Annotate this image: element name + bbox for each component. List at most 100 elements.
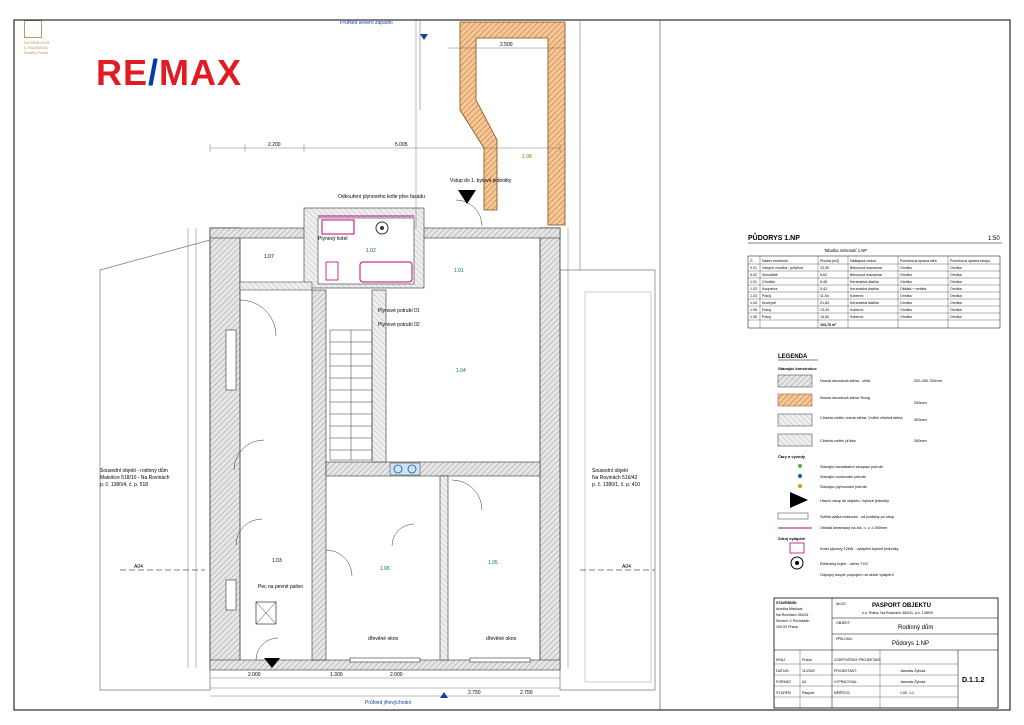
gas-boiler-symbol bbox=[375, 221, 389, 235]
room-table-cell: Keramická dlažba bbox=[850, 301, 879, 305]
room-label-1-02: 1.02 bbox=[366, 248, 376, 254]
room-table-cell: 23,06 bbox=[820, 266, 829, 270]
room-table-cell: Omítka bbox=[900, 315, 912, 319]
room-table-cell: 6,62 bbox=[820, 273, 827, 277]
room-table-header: Plocha (m2) bbox=[820, 259, 839, 263]
room-table-cell: Omítka bbox=[900, 301, 912, 305]
room-table-cell: Omítka bbox=[900, 280, 912, 284]
room-table-cell: 6,48 bbox=[820, 280, 827, 284]
room-table-cell: Betonová mazanina bbox=[850, 266, 882, 270]
room-table-cell: Koupelna bbox=[762, 287, 777, 291]
room-table-cell: Omítka bbox=[950, 308, 962, 312]
section-mark-left: A04 bbox=[134, 564, 143, 570]
tb-akce-sub: k.ú. Praha, Na Rovinách 354/41, p.č. 138… bbox=[862, 611, 933, 615]
room-table-cell: 15,60 bbox=[820, 315, 829, 319]
legend-value-2: 250mm bbox=[914, 401, 927, 405]
neighbor-left-outline bbox=[99, 239, 211, 691]
room-table-cell: Omítka bbox=[950, 266, 962, 270]
water-pipe-icon bbox=[798, 474, 802, 478]
room-table-cell: Keramická dlažba bbox=[850, 280, 879, 284]
annotation-gas-pipe: Odkouření plynového kotle přes fasádu bbox=[338, 194, 425, 200]
legend-swatch-ytong-wall bbox=[777, 393, 813, 407]
tb-right-label: VYPRACOVAL: bbox=[834, 680, 858, 684]
legend-item-2: Nosná obvodová stěna Ytong bbox=[820, 396, 870, 400]
legend-item-1: Nosná obvodová stěna - cihla bbox=[820, 379, 871, 383]
room-table-cell: Chodba bbox=[762, 280, 775, 284]
room-table-cell: Omítka bbox=[950, 315, 962, 319]
room-table-header: Nášlapná vrstva bbox=[850, 259, 876, 263]
tb-row-value: A3 bbox=[802, 680, 806, 684]
bathtub bbox=[359, 261, 413, 283]
room-table-total: 103,78 m² bbox=[820, 323, 837, 327]
room-table-cell: Pokoj bbox=[762, 308, 771, 312]
title-block: STAVEBNÍK: Anežka Máslová Na Rovinách 35… bbox=[773, 597, 999, 709]
legend-section-heating: Zdroj vytápění bbox=[778, 536, 806, 541]
top-view-label: Průhled severo západní bbox=[340, 19, 393, 26]
room-table-cell: Koberec bbox=[850, 315, 864, 319]
room-table-cell: Pokoj bbox=[762, 294, 771, 298]
remax-logo: RE/MAX bbox=[96, 52, 243, 93]
tb-company-line: 109 00 Praha bbox=[776, 625, 798, 629]
room-table-cell: Betonová mazanina bbox=[850, 273, 882, 277]
room-table-header: Č. bbox=[750, 258, 754, 263]
legend-line-4: Hlavní vstup do objektu / bytové jednotk… bbox=[820, 499, 889, 503]
tb-row-label: STUPEŇ bbox=[776, 691, 791, 695]
room-table-cell: 11,94 bbox=[820, 294, 829, 298]
water-heater-icon bbox=[790, 556, 804, 570]
room-table-cell: Omítka bbox=[900, 266, 912, 270]
logo-line-3: Reality Praha bbox=[24, 50, 49, 55]
room-table-cell: Omítka bbox=[950, 301, 962, 305]
legend-swatch-partition bbox=[777, 433, 813, 447]
annotation-fireplace: Pec na pevné palivo bbox=[258, 584, 303, 590]
window-label-1: dřevěné okno bbox=[368, 636, 399, 642]
tb-right-value: Jaroslav Žyhota bbox=[900, 668, 925, 673]
toilet bbox=[325, 261, 339, 281]
boiler-icon bbox=[789, 542, 805, 554]
room-table-cell: 1.05 bbox=[750, 308, 757, 312]
annotation-gas-boiler: Plynový kotel bbox=[318, 236, 347, 242]
ceiling-height-icon bbox=[777, 512, 809, 520]
legend-title: LEGENDA bbox=[778, 354, 808, 360]
room-table: Tabulka místností 1.NP Č. Náze bbox=[747, 248, 1001, 329]
neighbor-left-line1: Sousední objekt - rodinný dům bbox=[100, 467, 168, 474]
room-label-1-07: 1.07 bbox=[264, 254, 274, 260]
staircase bbox=[329, 329, 373, 461]
annotation-pipe-2: Plynové potrubí 02 bbox=[378, 322, 420, 328]
legend-line-3: Stávající plynovodní potrubí bbox=[820, 485, 868, 489]
room-table-cell: Vstupní chodba - průchod bbox=[762, 266, 803, 270]
neighbor-right-line3: p. č. 1380/1, č. p. 410 bbox=[592, 482, 640, 488]
neighbor-right-line2: Na Rovinách 516/43 bbox=[592, 475, 638, 481]
tb-sheet-number: D.1.1.2 bbox=[962, 677, 985, 684]
room-label-1-06: 1.06 bbox=[380, 566, 390, 572]
legend-line-6: Obklad keramický na zdi, o. v. 2.000mm bbox=[820, 526, 887, 530]
room-table-cell: 1.06 bbox=[750, 315, 757, 319]
room-table-cell: Omítka bbox=[950, 273, 962, 277]
dim-bottom-1: 2.000 bbox=[248, 672, 261, 678]
legend-swatch-inner-wall bbox=[777, 413, 813, 427]
room-table-cell: Keramická dlažba bbox=[850, 287, 879, 291]
annotation-entrance: Vstup do 1. bytové jednotky bbox=[450, 178, 512, 184]
drawing-scale: 1:50 bbox=[988, 236, 1000, 242]
room-label-1-05: 1.05 bbox=[488, 560, 498, 566]
room-table-header: Název místnosti bbox=[762, 259, 788, 263]
dim-bottom-4: 2.750 bbox=[468, 690, 481, 696]
sewer-pipe-icon bbox=[798, 464, 802, 468]
dim-top-1: 2.200 bbox=[268, 142, 281, 148]
room-table-cell: 13,43 bbox=[820, 308, 829, 312]
room-table-cell: 1.03 bbox=[750, 294, 757, 298]
room-table-cell: Obklad + omítka bbox=[900, 287, 926, 291]
tb-akce: PASPORT OBJEKTU bbox=[872, 603, 931, 609]
room-table-cell: 21,84 bbox=[820, 301, 829, 305]
room-table-cell: Koberec bbox=[850, 294, 864, 298]
legend-value-1: 200-450-700mm bbox=[914, 379, 942, 383]
tb-priloha: Půdorys 1.NP bbox=[892, 640, 929, 647]
tb-right-label: ZODPOVĚDNÝ PROJEKTANT: bbox=[834, 657, 881, 662]
washbasin bbox=[321, 219, 355, 235]
room-table-title: Tabulka místností 1.NP bbox=[824, 248, 867, 253]
room-label-1-03: 1.03 bbox=[272, 558, 282, 564]
legend-item-4: Cihelná vnitřní příčka bbox=[820, 439, 857, 443]
neighbor-left-line3: p. č. 1380/4, č. p. 518 bbox=[100, 482, 148, 488]
room-table-cell: Kuchyně bbox=[762, 301, 776, 305]
tb-priloha-label: PŘÍLOHA: bbox=[836, 636, 853, 641]
